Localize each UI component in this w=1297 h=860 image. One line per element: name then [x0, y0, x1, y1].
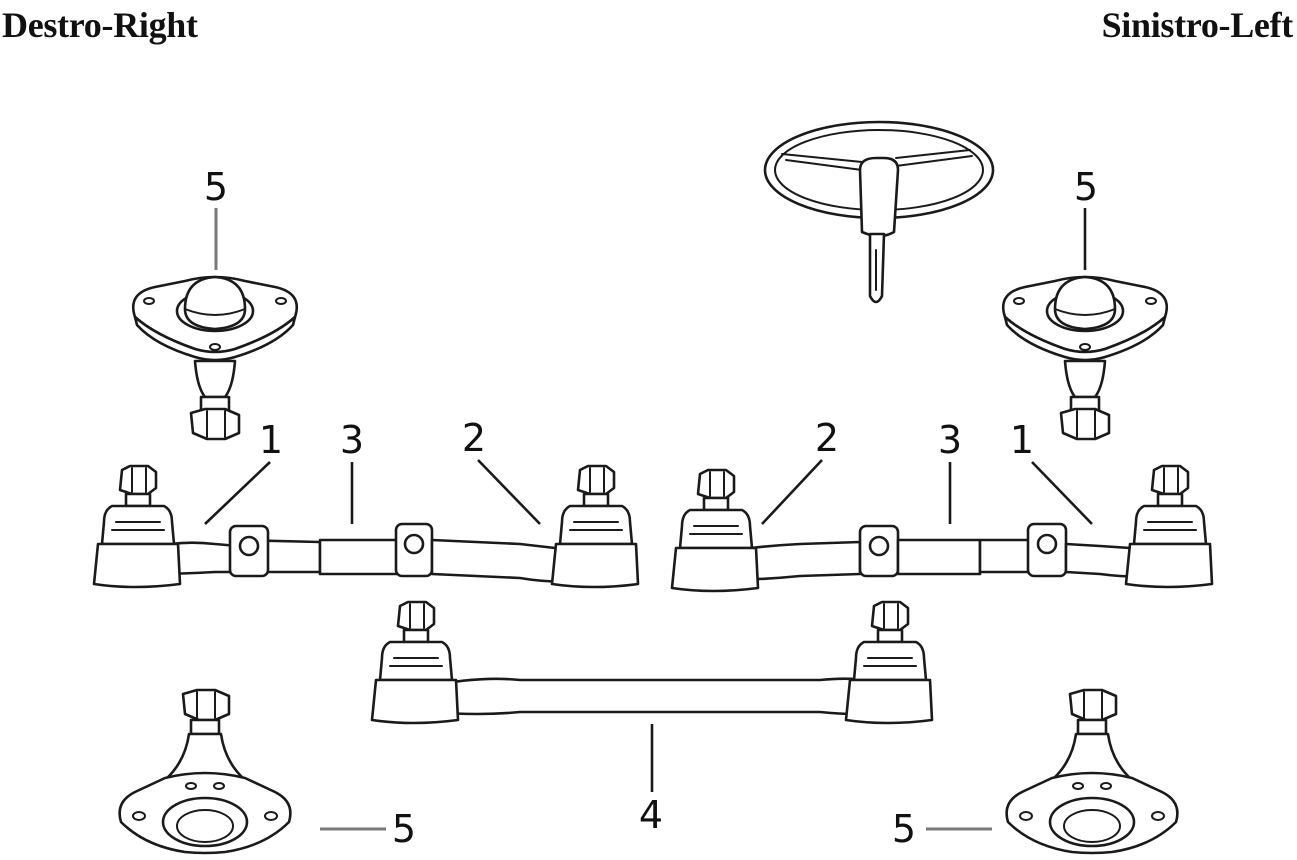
callout-5-top-right-side: 5 — [204, 165, 228, 209]
callout-3-left: 3 — [938, 418, 962, 462]
header-left-label: Sinistro-Left — [1101, 5, 1294, 45]
lower-ball-joint-right — [118, 688, 292, 855]
drag-link-end-right — [370, 600, 460, 725]
callout-4: 4 — [639, 793, 663, 837]
callout-5-bottom-left-side: 5 — [892, 807, 916, 851]
leader-1-left — [1031, 461, 1093, 525]
callout-3-right: 3 — [340, 418, 364, 462]
tie-rod-assembly-left — [670, 464, 1214, 593]
tie-rod-end-outer-left — [1124, 464, 1214, 589]
callout-2-left: 2 — [815, 416, 839, 460]
center-drag-link-icon — [370, 600, 934, 725]
upper-ball-joint-left — [1001, 275, 1169, 441]
leader-1-right — [204, 461, 271, 525]
upper-ball-joint-right — [131, 275, 299, 441]
leader-2-right — [477, 459, 541, 525]
callout-1-left: 1 — [1010, 418, 1034, 462]
tie-rod-end-outer-right — [92, 464, 182, 589]
drag-link-end-left — [844, 600, 934, 725]
tie-rod-end-inner-right — [550, 464, 640, 589]
tie-rod-end-inner-left — [670, 468, 760, 593]
leader-2-left — [761, 459, 823, 525]
callout-1-right: 1 — [259, 418, 283, 462]
callout-2-right: 2 — [462, 416, 486, 460]
lower-ball-joint-left — [1005, 688, 1179, 855]
tie-rod-assembly-right — [92, 464, 640, 589]
header-right-label: Destro-Right — [2, 5, 198, 45]
callout-5-bottom-right-side: 5 — [392, 807, 416, 851]
steering-wheel-icon — [763, 120, 995, 304]
callout-5-top-left-side: 5 — [1074, 165, 1098, 209]
